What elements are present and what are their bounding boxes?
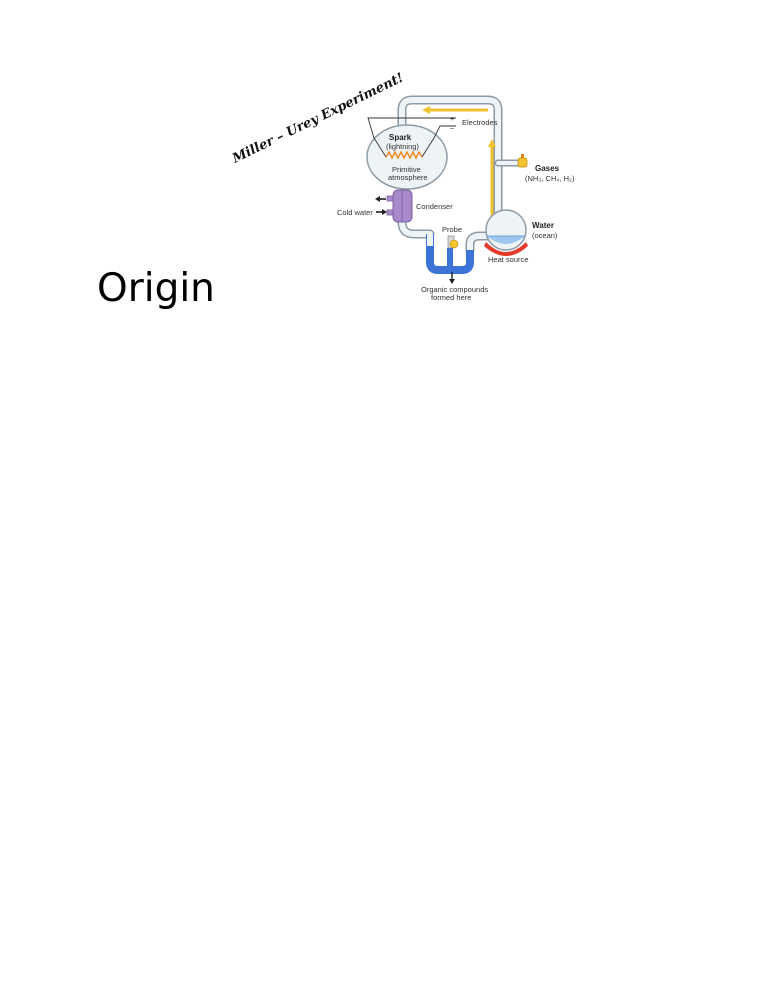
spark-chamber: Spark (lightning) Primitive atmosphere — [366, 117, 456, 190]
flow-arrows — [422, 106, 496, 226]
gases-formula-label: (NH₃, CH₄, H₂) — [525, 174, 575, 183]
lightning-label: (lightning) — [386, 142, 419, 151]
cold-water-arrows — [375, 196, 387, 215]
u-tube-trap — [426, 234, 474, 274]
spark-label: Spark — [389, 133, 412, 142]
electrodes-label: Electrodes — [462, 118, 498, 127]
water-label: Water — [532, 221, 554, 230]
cold-water-label: Cold water — [337, 208, 373, 217]
spark-zigzag — [385, 150, 423, 160]
gas-valve — [517, 154, 528, 168]
atmosphere-label: atmosphere — [388, 173, 428, 182]
gases-label: Gases — [535, 164, 560, 173]
organic-label-1: Organic compounds — [421, 285, 488, 294]
heat-source-label: Heat source — [488, 255, 528, 264]
electrode-minus: – — [450, 123, 455, 132]
water-flask — [485, 209, 527, 251]
probe — [447, 235, 459, 249]
organic-arrow — [449, 272, 455, 284]
heat-source — [484, 242, 528, 256]
organic-label-2: formed here — [431, 293, 471, 302]
probe-label: Probe — [442, 225, 462, 234]
condenser — [386, 189, 413, 223]
ocean-label: (ocean) — [532, 231, 558, 240]
page-heading: Origin — [97, 266, 215, 311]
condenser-label: Condenser — [416, 202, 453, 211]
electrode-plus: + — [450, 114, 455, 123]
primitive-label: Primitive — [392, 165, 421, 174]
miller-urey-diagram: Miller – Urey Experiment! Spark (lightni… — [229, 71, 575, 302]
glass-tubing — [397, 95, 526, 255]
